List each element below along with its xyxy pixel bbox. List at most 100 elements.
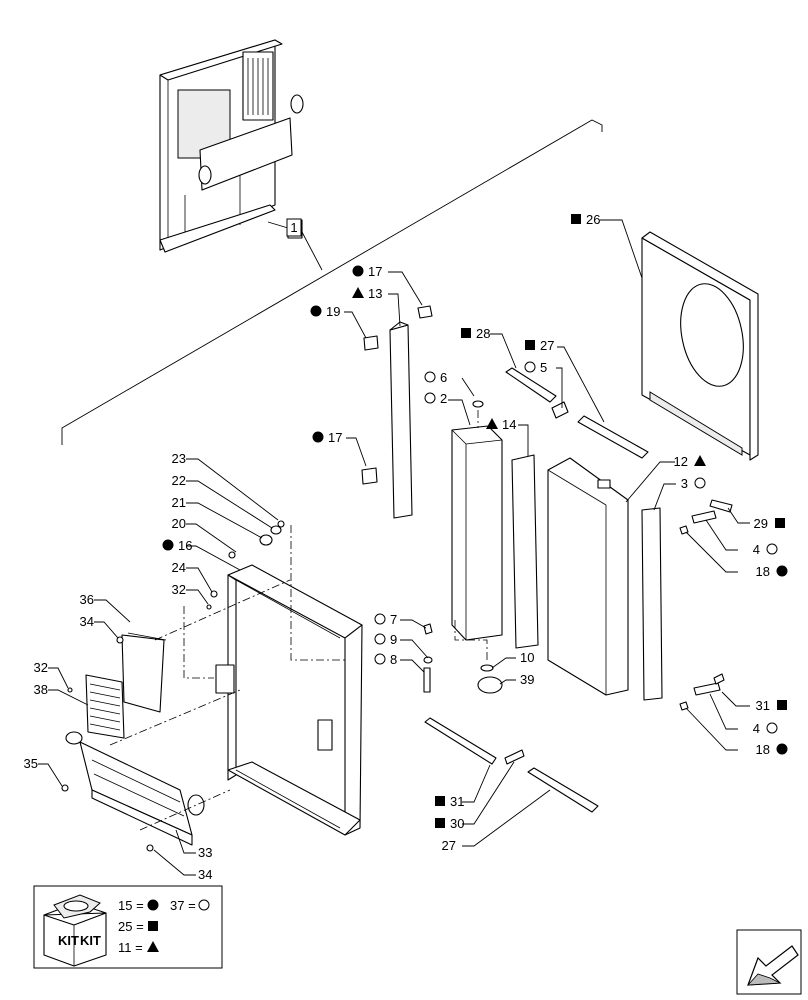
square-marker xyxy=(148,921,158,931)
callout-number: 32 xyxy=(172,582,186,597)
triangle-marker xyxy=(352,287,364,298)
bottom-seal-strips[interactable] xyxy=(424,717,599,813)
circle-filled-marker xyxy=(312,431,324,443)
square-marker xyxy=(435,796,445,806)
callout-c27a[interactable]: 27 xyxy=(525,338,554,353)
kit-legend-row: 15 =37 = xyxy=(118,898,210,913)
callout-c28[interactable]: 28 xyxy=(461,326,490,341)
drain-valve-hardware[interactable] xyxy=(423,623,433,693)
callout-c23[interactable]: 23 xyxy=(172,451,186,466)
callout-c8[interactable]: 8 xyxy=(374,652,397,667)
callout-c33[interactable]: 33 xyxy=(198,845,212,860)
circle-filled-marker xyxy=(776,743,788,755)
callout-c30[interactable]: 30 xyxy=(435,816,464,831)
seal-small-29[interactable] xyxy=(679,499,733,535)
callout-c6[interactable]: 6 xyxy=(424,370,447,385)
callout-c19[interactable]: 19 xyxy=(310,304,340,319)
callout-c18b[interactable]: 18 xyxy=(756,742,788,757)
callout-c35[interactable]: 35 xyxy=(24,756,38,771)
callout-c26[interactable]: 26 xyxy=(571,212,600,227)
circle-filled-marker xyxy=(310,305,322,317)
callout-number: 34 xyxy=(198,867,212,882)
callout-c7[interactable]: 7 xyxy=(374,612,397,627)
mount-cushion-39[interactable] xyxy=(477,664,503,694)
circle-open-marker xyxy=(374,633,386,645)
cooler-bracket-36[interactable] xyxy=(121,632,167,713)
callout-c24[interactable]: 24 xyxy=(172,560,186,575)
callout-labels: 1713191728275621426123294183141823222120… xyxy=(24,212,788,882)
circle-open-marker xyxy=(424,392,436,404)
kit-legend-row: 11 = xyxy=(118,940,159,955)
group-label-text: 1 xyxy=(290,220,297,235)
seal-strips-28-27-5[interactable] xyxy=(505,367,649,459)
screws xyxy=(61,520,285,852)
seal-pad-17b[interactable] xyxy=(361,467,378,485)
circle-open-marker xyxy=(374,613,386,625)
callout-number: 8 xyxy=(390,652,397,667)
callout-c2[interactable]: 2 xyxy=(424,391,447,406)
callout-c27b[interactable]: 27 xyxy=(442,838,456,853)
callout-c13[interactable]: 13 xyxy=(352,286,382,301)
callout-c5[interactable]: 5 xyxy=(524,360,547,375)
callout-c39[interactable]: 39 xyxy=(520,672,534,687)
square-marker xyxy=(461,328,471,338)
callout-c14[interactable]: 14 xyxy=(486,417,516,432)
callout-c36[interactable]: 36 xyxy=(80,592,94,607)
callout-number: 34 xyxy=(80,614,94,629)
group-label-1[interactable]: 1 xyxy=(286,218,302,237)
radiator-frame[interactable] xyxy=(215,564,363,836)
callout-c20[interactable]: 20 xyxy=(172,516,186,531)
callout-c32b[interactable]: 32 xyxy=(34,660,48,675)
fan-shroud[interactable] xyxy=(641,231,759,461)
callout-number: 18 xyxy=(756,564,770,579)
callout-number: 21 xyxy=(172,495,186,510)
callout-c31b[interactable]: 31 xyxy=(435,794,464,809)
seal-strip-14[interactable] xyxy=(511,454,539,649)
callout-c10[interactable]: 10 xyxy=(520,650,534,665)
kit-badge-left: KIT xyxy=(58,933,79,948)
radiator-core-2[interactable] xyxy=(451,400,503,641)
square-marker xyxy=(525,340,535,350)
kit-legend-rows: 15 =37 =25 =11 = xyxy=(118,898,210,955)
seal-small-31[interactable] xyxy=(679,673,725,711)
callout-c38[interactable]: 38 xyxy=(34,682,48,697)
callout-c22[interactable]: 22 xyxy=(172,473,186,488)
circle-open-marker xyxy=(198,899,210,911)
triangle-marker xyxy=(147,941,159,952)
callout-c29[interactable]: 29 xyxy=(754,516,785,531)
kit-legend: KIT KIT 15 =37 =25 =11 = xyxy=(33,885,223,969)
callout-number: 14 xyxy=(502,417,516,432)
callout-number: 36 xyxy=(80,592,94,607)
callout-c17a[interactable]: 17 xyxy=(352,264,382,279)
callout-c31a[interactable]: 31 xyxy=(756,698,787,713)
callout-number: 7 xyxy=(390,612,397,627)
circle-filled-marker xyxy=(352,265,364,277)
callout-c4b[interactable]: 4 xyxy=(753,721,778,736)
callout-c21[interactable]: 21 xyxy=(172,495,186,510)
callout-number: 4 xyxy=(753,721,760,736)
callout-c34b[interactable]: 34 xyxy=(198,867,212,882)
callout-c4a[interactable]: 4 xyxy=(753,542,778,557)
callout-number: 23 xyxy=(172,451,186,466)
seal-pad-17a[interactable] xyxy=(417,305,433,319)
callout-c34a[interactable]: 34 xyxy=(80,614,94,629)
callout-number: 32 xyxy=(34,660,48,675)
callout-c12[interactable]: 12 xyxy=(674,454,706,469)
callout-c9[interactable]: 9 xyxy=(374,632,397,647)
callout-c18a[interactable]: 18 xyxy=(756,564,788,579)
cooler-core-38[interactable] xyxy=(85,674,125,739)
callout-number: 4 xyxy=(753,542,760,557)
circle-open-marker xyxy=(424,371,436,383)
callout-c32a[interactable]: 32 xyxy=(172,582,186,597)
oil-cooler-33[interactable] xyxy=(65,731,205,846)
callout-number: 38 xyxy=(34,682,48,697)
seal-panel-12[interactable] xyxy=(547,457,629,696)
nav-back-button[interactable] xyxy=(736,929,802,995)
callout-number: 9 xyxy=(390,632,397,647)
seal-strip-13[interactable] xyxy=(389,321,413,519)
callout-c17b[interactable]: 17 xyxy=(312,430,342,445)
callout-c16[interactable]: 16 xyxy=(162,538,192,553)
seal-pad-19[interactable] xyxy=(363,335,379,351)
callout-c3[interactable]: 3 xyxy=(681,476,706,491)
seal-strip-3[interactable] xyxy=(641,507,663,701)
